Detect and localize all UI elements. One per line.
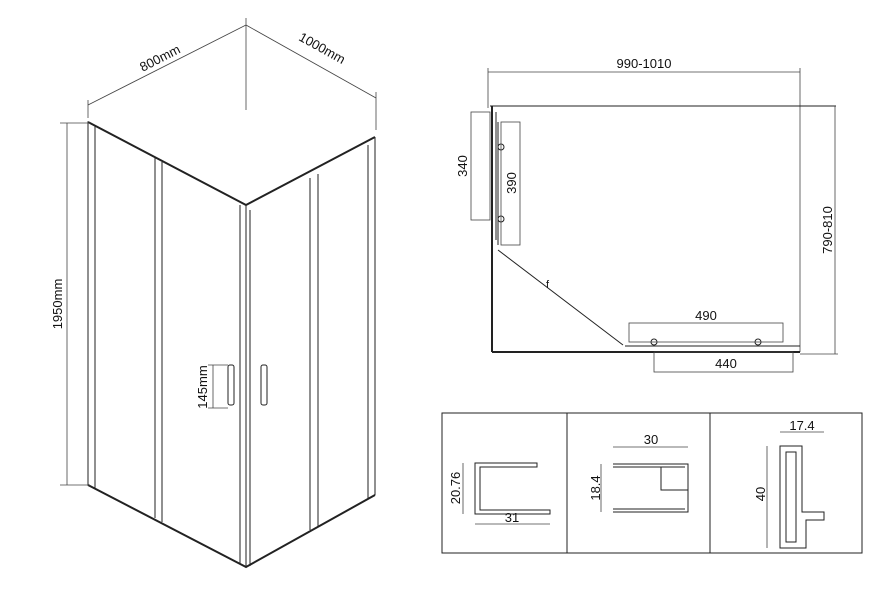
profile-2-shape <box>613 463 689 513</box>
dim-box-490 <box>628 322 784 343</box>
profile-3-height: 40 <box>753 487 768 501</box>
profile-1-shape <box>474 462 551 515</box>
dim-990-1010-label: 990-1010 <box>617 56 672 71</box>
right-door-handle <box>260 364 268 406</box>
left-door-handle <box>227 364 235 406</box>
profile-sections: 20.76 31 18.4 30 40 17.4 <box>441 412 863 554</box>
dim-line-1000 <box>245 24 377 99</box>
dim-790-810-label: 790-810 <box>820 206 835 254</box>
profile-2-height: 18.4 <box>588 475 603 500</box>
dim-390-label: 390 <box>504 172 519 194</box>
dim-340-label: 340 <box>455 155 470 177</box>
dim-line-800 <box>87 24 247 106</box>
dim-490-label: 490 <box>695 308 717 323</box>
dim-box-440 <box>653 351 794 373</box>
iso-view: 800mm 1000mm 1950mm 145mm <box>50 18 377 569</box>
dim-1950-label: 1950mm <box>50 279 65 330</box>
door-swing-line <box>497 249 624 346</box>
swing-mark: f <box>546 279 550 291</box>
dim-440-label: 440 <box>715 356 737 371</box>
dim-box-390 <box>500 121 521 246</box>
profile-3-shape <box>779 445 825 549</box>
dim-box-340 <box>470 111 491 221</box>
profile-2-width: 30 <box>644 432 658 447</box>
profile-3-width: 17.4 <box>789 418 814 433</box>
dim-1000-label: 1000mm <box>296 29 348 67</box>
profile-1-height: 20.76 <box>448 472 463 505</box>
dim-800-label: 800mm <box>137 41 182 74</box>
left-panel-frame <box>87 121 247 568</box>
plan-view: 990-1010 790-810 340 390 f 490 440 <box>455 56 838 373</box>
dim-145-label: 145mm <box>195 365 210 408</box>
profile-1-width: 31 <box>505 510 519 525</box>
